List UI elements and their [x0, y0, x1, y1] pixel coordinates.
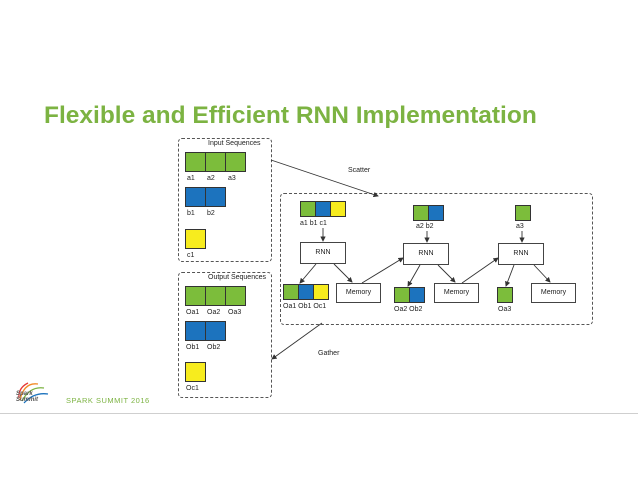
step2-memory-label: Memory [443, 289, 470, 296]
rnn-processing-panel [280, 193, 593, 325]
step2-input-labels: a2 b2 [416, 223, 434, 230]
label-c1: c1 [187, 252, 195, 259]
step1-rnn-label: RNN [315, 249, 331, 256]
output-sequences-label: Output Sequences [208, 274, 266, 281]
step3-output-arrow [505, 264, 515, 287]
step1-rnn-box: RNN [300, 242, 346, 264]
input-sequences-panel [178, 138, 272, 262]
step2-output-arrow [407, 264, 421, 287]
label-ob2: Ob2 [207, 344, 221, 351]
label-oa3: Oa3 [228, 309, 242, 316]
label-oc1: Oc1 [186, 385, 199, 392]
step1-out-oc1 [313, 284, 329, 300]
input-sequences-label: Input Sequences [208, 140, 261, 147]
scatter-label: Scatter [348, 167, 371, 174]
label-b2: b2 [207, 210, 215, 217]
cell-c1 [185, 229, 206, 249]
step2-cell-b2 [428, 205, 444, 221]
cell-b2 [205, 187, 226, 207]
label-ob1: Ob1 [186, 344, 200, 351]
step2-out-ob2 [409, 287, 425, 303]
step1-input-labels: a1 b1 c1 [300, 220, 327, 227]
cell-oa3 [225, 286, 246, 306]
step3-rnn-label: RNN [513, 250, 529, 257]
spark-summit-logo-icon [18, 382, 49, 404]
cell-a3 [225, 152, 246, 172]
label-a2: a2 [207, 175, 215, 182]
step1-cell-c1 [330, 201, 346, 217]
step3-cell-a3 [515, 205, 531, 221]
scatter-arrow [270, 159, 379, 198]
footer-brand: SPARK SUMMIT 2016 [66, 396, 150, 405]
cell-oc1 [185, 362, 206, 382]
step3-rnn-box: RNN [498, 243, 544, 265]
label-a3: a3 [228, 175, 236, 182]
cell-ob2 [205, 321, 226, 341]
step3-memory-label: Memory [540, 289, 567, 296]
step2-memory-arrow [437, 264, 456, 283]
step1-memory-arrow [333, 263, 353, 283]
gather-arrow [271, 322, 323, 360]
gather-label: Gather [318, 350, 340, 357]
step3-output-labels: Oa3 [498, 306, 512, 313]
step1-memory-box: Memory [336, 283, 381, 303]
step1-memory-label: Memory [345, 289, 372, 296]
footer-divider [0, 413, 638, 414]
label-oa2: Oa2 [207, 309, 221, 316]
label-b1: b1 [187, 210, 195, 217]
step1-output-labels: Oa1 Ob1 Oc1 [283, 303, 327, 310]
step1-output-arrow [299, 263, 317, 284]
step3-input-labels: a3 [516, 223, 524, 230]
step1-to-step2-arrow [361, 257, 404, 284]
step2-output-labels: Oa2 Ob2 [394, 306, 423, 313]
output-sequences-panel [178, 272, 272, 398]
step3-memory-box: Memory [531, 283, 576, 303]
label-oa1: Oa1 [186, 309, 200, 316]
label-a1: a1 [187, 175, 195, 182]
step2-memory-box: Memory [434, 283, 479, 303]
slide-title: Flexible and Efficient RNN Implementatio… [44, 102, 537, 129]
logo-text: Spark Summit [16, 391, 39, 403]
step2-rnn-box: RNN [403, 243, 449, 265]
step3-out-oa3 [497, 287, 513, 303]
step2-rnn-label: RNN [418, 250, 434, 257]
step2-to-step3-arrow [461, 257, 499, 284]
step3-memory-arrow [533, 264, 551, 283]
